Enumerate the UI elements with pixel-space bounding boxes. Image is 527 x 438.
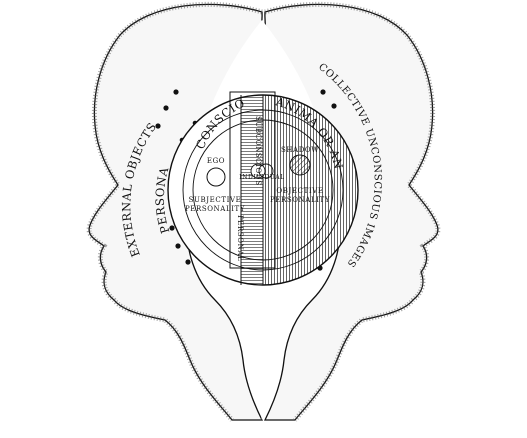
- subconscious-band: [241, 95, 263, 285]
- shadow-circle: [289, 154, 311, 176]
- subjective-label: SUBJECTIVE: [189, 196, 242, 204]
- persona-label: PERSONA: [153, 165, 173, 235]
- subconscious-label: SUBCONSCIOUS: [254, 116, 262, 186]
- ego-label: EGO: [207, 157, 225, 165]
- ego-circle: [206, 167, 226, 187]
- personal-label: PERSONAL: [236, 215, 244, 261]
- individual-label: INDIVIDUAL: [239, 174, 285, 181]
- personality-left-label: PERSONALITY: [185, 205, 245, 213]
- psyche-circle: [167, 91, 359, 286]
- personality-right-label: PERSONALITY: [270, 196, 330, 204]
- objective-label: OBJECTIVE: [276, 187, 323, 195]
- shadow-label: SHADOW: [281, 146, 319, 154]
- individual-circle: [250, 163, 266, 179]
